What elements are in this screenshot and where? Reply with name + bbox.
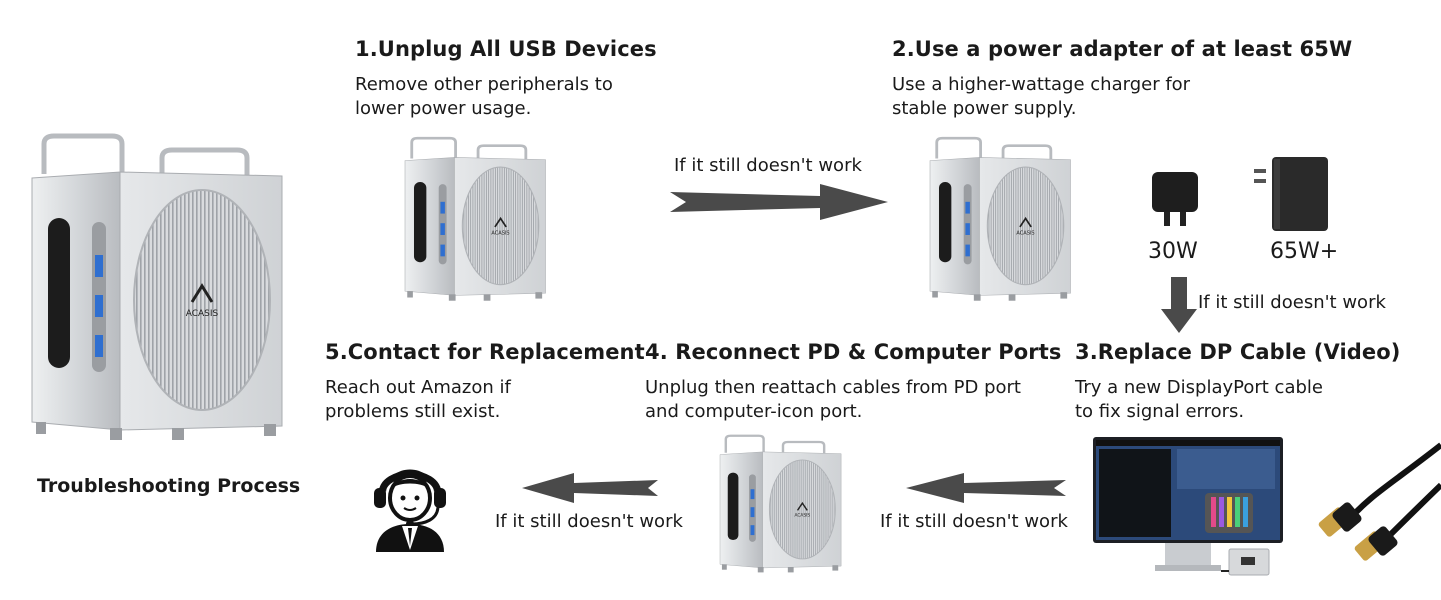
step-1-device-image — [403, 135, 550, 305]
arrow-3-label: If it still doesn't work — [880, 511, 1068, 532]
support-agent-icon — [372, 458, 448, 552]
step-1-desc: Remove other peripherals to lower power … — [355, 74, 613, 119]
hero-device-image — [32, 130, 290, 448]
step-4-title: 4. Reconnect PD & Computer Ports — [645, 340, 1062, 364]
step-4-desc: Unplug then reattach cables from PD port… — [645, 377, 1021, 422]
arrow-1-label: If it still doesn't work — [674, 155, 862, 176]
step-3-title: 3.Replace DP Cable (Video) — [1075, 340, 1401, 364]
monitor-image — [1093, 437, 1283, 579]
arrow-down-icon — [1161, 277, 1197, 335]
step-3-desc: Try a new DisplayPort cable to fix signa… — [1075, 377, 1323, 422]
charger-30w-icon — [1150, 170, 1200, 230]
arrow-right-icon — [670, 182, 890, 222]
step-5-desc: Reach out Amazon if problems still exist… — [325, 377, 511, 422]
step-5-title: 5.Contact for Replacement — [325, 340, 645, 364]
step-2-title: 2.Use a power adapter of at least 65W — [892, 37, 1353, 61]
arrow-left-icon — [522, 471, 658, 505]
step-4-device-image — [718, 433, 845, 576]
dp-cable-image — [1310, 442, 1441, 565]
process-caption: Troubleshooting Process — [37, 475, 301, 497]
charger-65w-icon — [1250, 157, 1330, 233]
arrow-left-icon — [906, 471, 1066, 505]
arrow-4-label: If it still doesn't work — [495, 511, 683, 532]
charger-65w-label: 65W+ — [1270, 239, 1339, 264]
step-1-title: 1.Unplug All USB Devices — [355, 37, 657, 61]
step-2-desc: Use a higher-wattage charger for stable … — [892, 74, 1191, 119]
step-2-device-image — [928, 135, 1075, 305]
arrow-2-label: If it still doesn't work — [1198, 292, 1386, 313]
charger-30w-label: 30W — [1148, 239, 1198, 264]
